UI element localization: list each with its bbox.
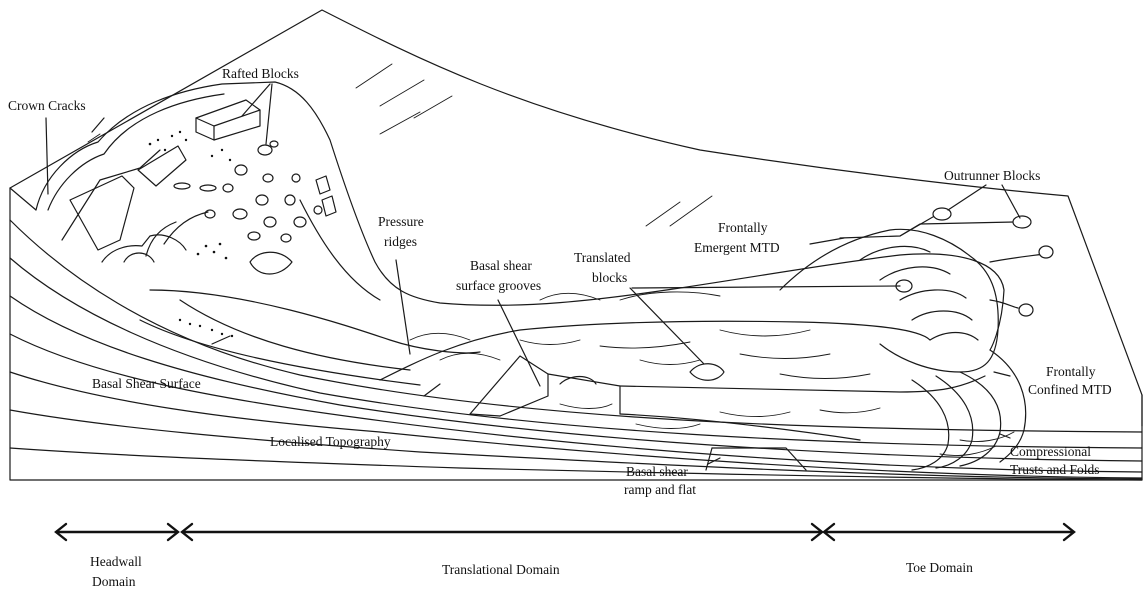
label-frontally-emergent-1: Frontally — [718, 220, 768, 235]
domain-arrows — [56, 524, 1074, 540]
label-translational-domain: Translational Domain — [442, 562, 560, 577]
label-frontally-confined-2: Confined MTD — [1028, 382, 1112, 397]
label-headwall-domain-1: Headwall — [90, 554, 142, 569]
label-basal-shear-surface: Basal Shear Surface — [92, 376, 201, 391]
label-headwall-domain-2: Domain — [92, 574, 136, 589]
label-outrunner-blocks: Outrunner Blocks — [944, 168, 1040, 183]
label-frontally-confined-1: Frontally — [1046, 364, 1096, 379]
label-crown-cracks: Crown Cracks — [8, 98, 86, 113]
leader-lines — [46, 84, 1020, 464]
label-translated-blocks-2: blocks — [592, 270, 627, 285]
label-pressure-ridges-1: Pressure — [378, 214, 424, 229]
label-rafted-blocks: Rafted Blocks — [222, 66, 299, 81]
label-frontally-emergent-2: Emergent MTD — [694, 240, 780, 255]
label-basal-ramp-2: ramp and flat — [624, 482, 696, 497]
surface-hatches — [88, 64, 712, 226]
domain-labels: Headwall Domain Translational Domain Toe… — [90, 554, 973, 589]
label-compressional-2: Trusts and Folds — [1010, 462, 1100, 477]
label-toe-domain: Toe Domain — [906, 560, 973, 575]
rafted-blocks — [146, 100, 336, 274]
label-compressional-1: Compressional — [1010, 444, 1091, 459]
label-pressure-ridges-2: ridges — [384, 234, 417, 249]
label-localised-topography: Localised Topography — [270, 434, 391, 449]
label-basal-grooves-1: Basal shear — [470, 258, 532, 273]
label-basal-grooves-2: surface grooves — [456, 278, 541, 293]
label-translated-blocks-1: Translated — [574, 250, 631, 265]
label-basal-ramp-1: Basal shear — [626, 464, 688, 479]
